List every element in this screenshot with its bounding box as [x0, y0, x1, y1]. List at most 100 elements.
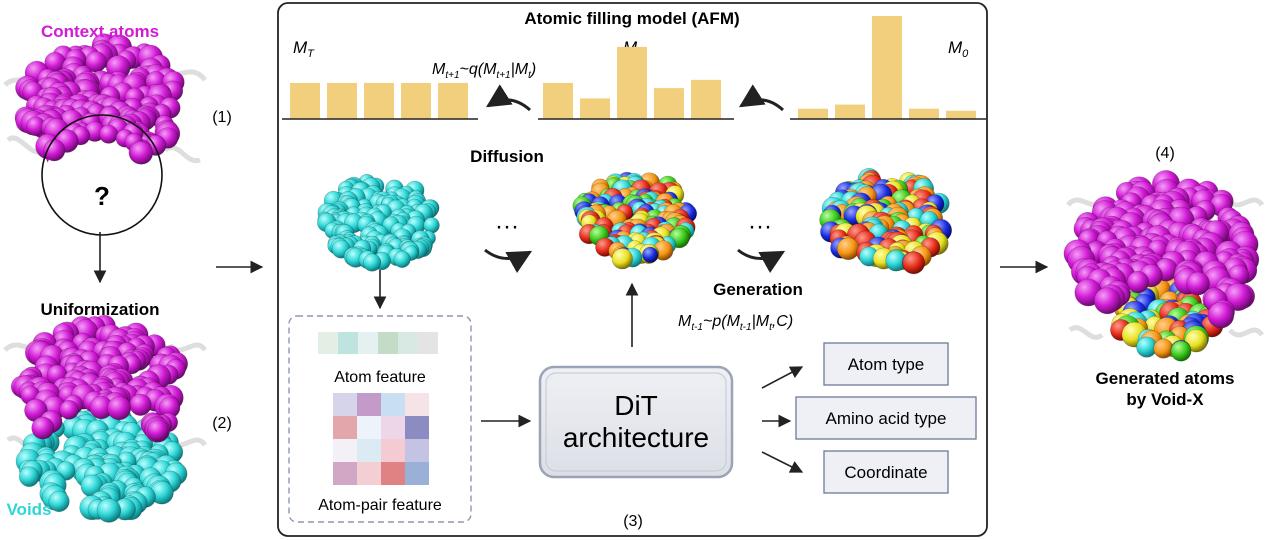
atom-pair-cell [405, 393, 429, 416]
bar-M0 [946, 110, 976, 119]
atom-pair-feature-matrix [333, 393, 429, 485]
bar-M0 [798, 108, 828, 119]
arrow-to-coordinate [761, 451, 804, 473]
context-atom [1126, 271, 1150, 294]
void-atom [363, 253, 382, 272]
void-atom [96, 498, 122, 523]
dit-label-line1: DiT [614, 390, 658, 421]
bar-MT [364, 82, 394, 119]
cyan-void-cluster [317, 174, 440, 272]
context-atom [1207, 301, 1235, 329]
context-atoms-label: Context atoms [41, 22, 159, 41]
step-3-label: (3) [623, 513, 643, 530]
output-atom-type: Atom type [848, 355, 925, 374]
forward-equation: Mt+1~q(Mt+1|Mt) [432, 61, 536, 81]
atom-feature-vector [318, 332, 438, 354]
curved-arrow-mid-right [737, 248, 786, 274]
context-atom [99, 124, 119, 144]
void-atom [48, 490, 70, 513]
atom-pair-cell [357, 393, 381, 416]
generated-atom [836, 237, 860, 260]
dit-block-inner [545, 372, 727, 472]
generated-label-line2: by Void-X [1126, 390, 1204, 409]
context-atom [129, 141, 154, 165]
atom-pair-cell [381, 393, 405, 416]
bar-M0 [872, 16, 902, 119]
context-atom [31, 416, 55, 440]
voids-label: Voids [6, 500, 51, 519]
context-atom [107, 396, 132, 421]
atom-feature-cell [418, 332, 438, 354]
generated-atoms-cluster-mid [819, 168, 953, 275]
bar-MT [327, 82, 357, 119]
mixed-atom [611, 248, 633, 270]
arrow-to-atom-type [761, 366, 804, 389]
afm-main-box [277, 2, 988, 537]
bar-Mt [654, 88, 684, 119]
atom-feature-cell [318, 332, 338, 354]
atom-pair-cell [333, 439, 357, 462]
atom-feature-cell [338, 332, 358, 354]
generated-atom [1184, 329, 1208, 353]
intermediate-atoms-cluster [572, 171, 698, 270]
void-atom [423, 217, 440, 234]
atom-feature-cell [378, 332, 398, 354]
context-atom [147, 419, 169, 441]
void-atom [393, 250, 411, 268]
step-1-label: (1) [212, 109, 232, 126]
bar-Mt [617, 46, 647, 119]
afm-title: Atomic filling model (AFM) [524, 9, 739, 28]
bar-M0 [835, 104, 865, 119]
bar-Mt [580, 98, 610, 119]
context-atom [1093, 287, 1121, 315]
output-box-amino-acid-type [795, 396, 977, 440]
context-atom [1186, 271, 1210, 296]
atom-pair-cell [357, 416, 381, 439]
ellipsis-1: ··· [495, 213, 519, 240]
atom-feature-label: Atom feature [334, 369, 426, 386]
voids-context-atoms [10, 314, 189, 443]
bar-Mt [691, 79, 721, 119]
atom-feature-cell [358, 332, 378, 354]
uniformization-label: Uniformization [41, 300, 160, 319]
bar-MT [290, 82, 320, 119]
bar-MT [401, 82, 431, 119]
atom-pair-cell [381, 439, 405, 462]
atom-pair-cell [333, 393, 357, 416]
output-box-coordinate [823, 450, 949, 494]
step-4-label: (4) [1155, 145, 1175, 162]
reverse-equation: Mt-1~p(Mt-1|Mt,C) [678, 313, 793, 333]
dit-label-line2: architecture [563, 422, 709, 453]
generation-label: Generation [713, 280, 803, 299]
atom-pair-cell [381, 462, 405, 485]
feature-box [288, 315, 472, 523]
label-M0: M0 [948, 38, 969, 60]
curved-arrow-mid-left [484, 248, 533, 274]
question-mark: ? [94, 181, 110, 211]
bar-M0 [909, 108, 939, 119]
atom-pair-cell [357, 462, 381, 485]
atom-pair-cell [333, 462, 357, 485]
generated-atom [902, 251, 926, 275]
context-atom [129, 393, 152, 416]
bar-chart-M0 [798, 16, 976, 119]
output-amino-acid-type: Amino acid type [826, 409, 947, 428]
output-box-atom-type [823, 342, 949, 386]
void-atom [18, 466, 40, 487]
generated-label-line1: Generated atoms [1096, 369, 1235, 388]
generated-context-atoms [1063, 170, 1260, 329]
ellipsis-2: ··· [748, 213, 772, 240]
mixed-atom [642, 246, 659, 263]
atom-pair-cell [357, 439, 381, 462]
atom-pair-cell [405, 439, 429, 462]
context-atom [59, 399, 79, 420]
atom-pair-cell [405, 462, 429, 485]
bar-Mt [543, 82, 573, 119]
label-MT: MT [293, 38, 315, 60]
atom-pair-cell [381, 416, 405, 439]
context-atoms-front [43, 112, 154, 165]
bar-chart-MT [290, 82, 468, 119]
bar-MT [438, 82, 468, 119]
bar-chart-Mt [543, 46, 721, 119]
generated-atom [1153, 338, 1174, 359]
